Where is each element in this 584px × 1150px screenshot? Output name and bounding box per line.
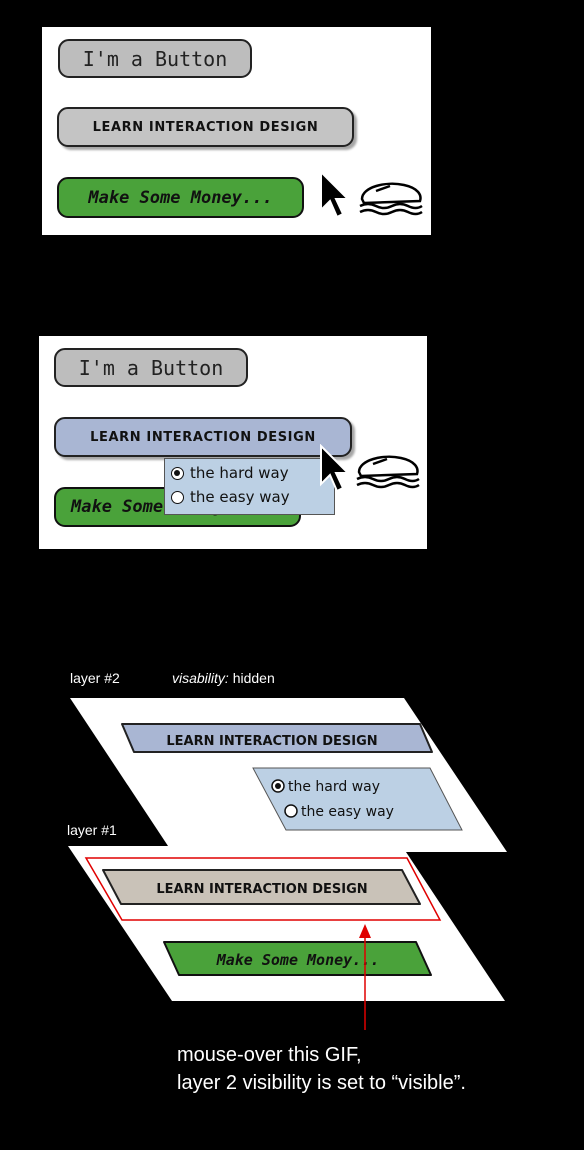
radio-unselected-icon (284, 804, 298, 818)
pointer-cursor-icon (320, 170, 350, 219)
option-label: the easy way (190, 488, 290, 506)
layer2-label: layer #2 (70, 670, 120, 686)
option-hard-way[interactable]: the hard way (171, 461, 328, 485)
layer1-label: layer #1 (67, 822, 117, 838)
option-label: the hard way (190, 464, 289, 482)
im-a-button[interactable]: I'm a Button (58, 39, 252, 78)
layer1-money-button: Make Some Money... (163, 941, 432, 976)
visibility-key: visability: (172, 670, 229, 686)
visibility-note: visability: hidden (172, 670, 275, 686)
caption-line2: layer 2 visibility is set to “visible”. (177, 1072, 466, 1094)
hotspot-outline (84, 857, 442, 921)
layer2-option-hard: the hard way (288, 779, 380, 795)
layer1-learn-button: LEARN INTERACTION DESIGN (102, 869, 421, 905)
layer2-learn-button: LEARN INTERACTION DESIGN (121, 723, 433, 753)
im-a-button[interactable]: I'm a Button (54, 348, 248, 387)
layer1-money-text: Make Some Money... (216, 951, 380, 969)
layer2-option-easy: the easy way (301, 804, 394, 820)
learn-interaction-design-button-hover[interactable]: LEARN INTERACTION DESIGN (54, 417, 352, 457)
computer-mouse-icon (359, 182, 423, 216)
radio-unselected-icon[interactable] (171, 490, 184, 504)
layer2-dropdown: the hard way the easy way (252, 767, 463, 831)
layer-diagram: LEARN INTERACTION DESIGN the hard way th… (68, 698, 507, 1030)
arrow-head-icon (359, 924, 371, 938)
panel-hover-state: I'm a Button LEARN INTERACTION DESIGN Ma… (39, 336, 427, 549)
panel-default-state: I'm a Button LEARN INTERACTION DESIGN Ma… (42, 27, 431, 235)
learn-interaction-design-button[interactable]: LEARN INTERACTION DESIGN (57, 107, 354, 147)
computer-mouse-icon (356, 455, 420, 489)
radio-selected-icon[interactable] (171, 466, 184, 480)
layer1-learn-text: LEARN INTERACTION DESIGN (156, 882, 367, 897)
caption-line1: mouse-over this GIF, (177, 1044, 362, 1066)
option-easy-way[interactable]: the easy way (171, 485, 328, 509)
layer2-learn-text: LEARN INTERACTION DESIGN (166, 734, 377, 749)
pointer-cursor-icon (320, 444, 350, 493)
make-some-money-button[interactable]: Make Some Money... (57, 177, 304, 218)
options-dropdown: the hard way the easy way (164, 458, 335, 515)
visibility-value: hidden (232, 670, 275, 686)
